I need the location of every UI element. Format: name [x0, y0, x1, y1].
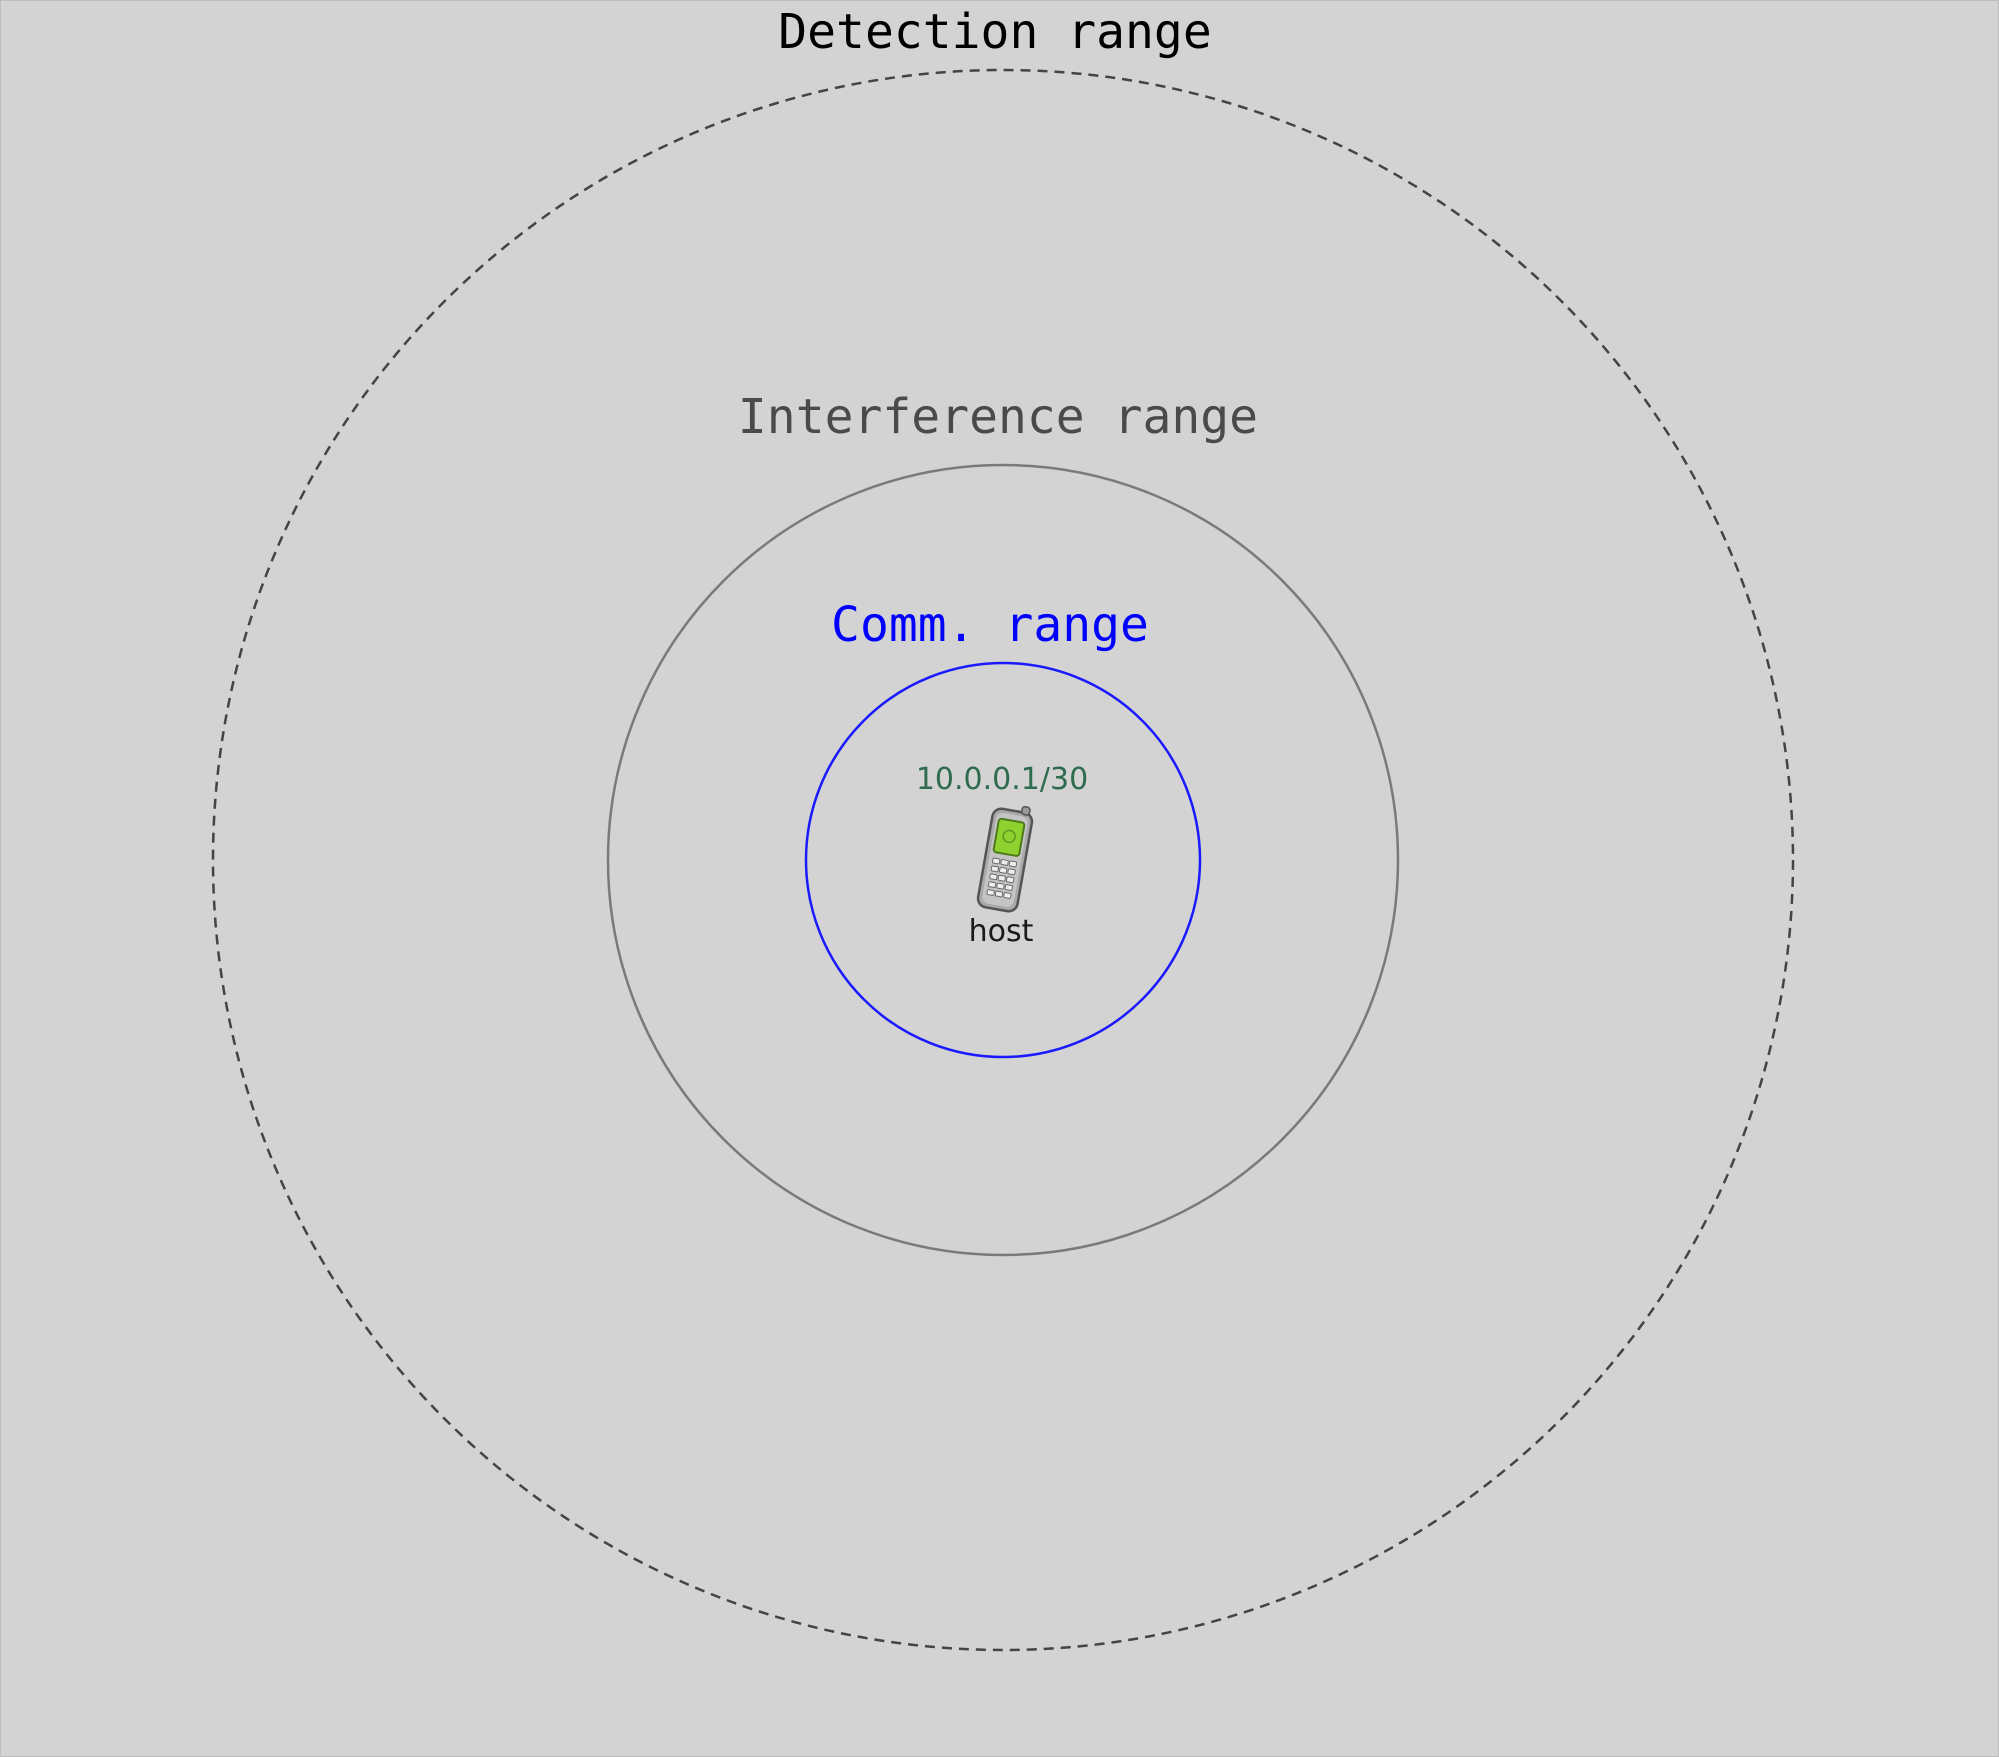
node-address-label: 10.0.0.1/30: [916, 762, 1088, 797]
detection-range-label: Detection range: [778, 4, 1211, 60]
interference-range-label: Interference range: [738, 389, 1258, 445]
cellphone-icon[interactable]: [976, 801, 1035, 913]
interference-range-circle: [606, 463, 1400, 1257]
comm-range-circle: [804, 661, 1202, 1059]
comm-range-label: Comm. range: [831, 597, 1149, 653]
detection-range-circle: [211, 68, 1795, 1652]
node-name-label: host: [969, 914, 1034, 949]
